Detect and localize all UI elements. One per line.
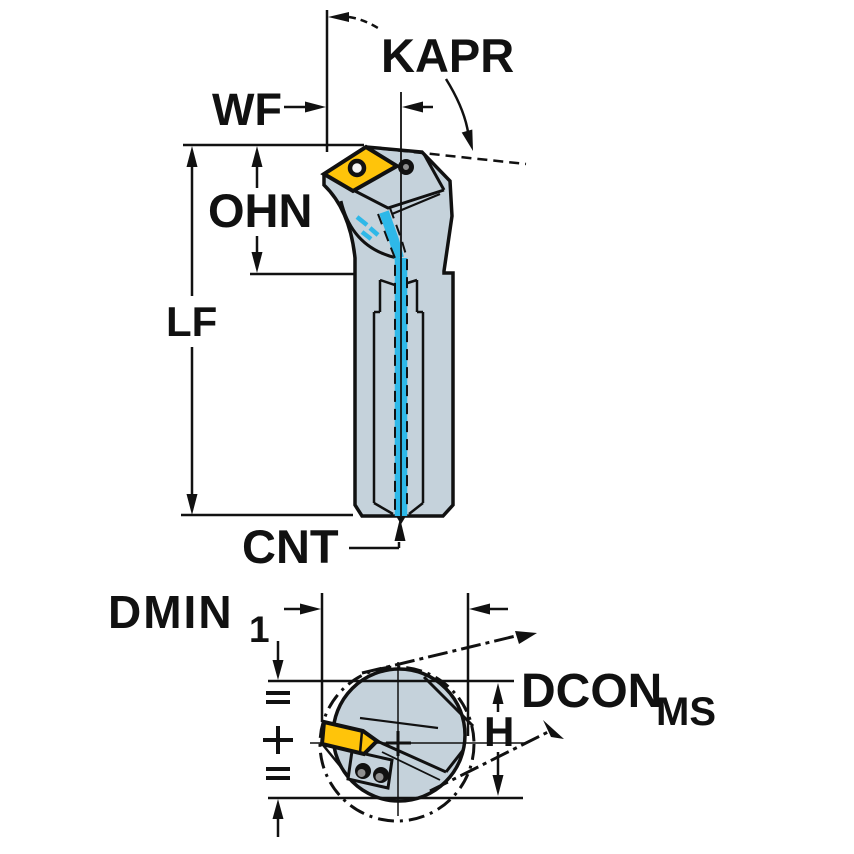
arrow-up-icon <box>492 683 504 704</box>
label-dmin-subscript: 1 <box>249 609 270 650</box>
channel-funnel <box>373 501 394 516</box>
arrow-left-icon <box>402 101 423 113</box>
inner-channel-lines <box>372 278 425 516</box>
pocket-floor <box>376 739 447 774</box>
cross-section-view <box>310 631 564 823</box>
arrow-left-icon <box>469 603 490 615</box>
dcon-tangent-top <box>361 632 525 675</box>
arrow-down-icon <box>272 660 284 680</box>
label-h: H <box>484 708 514 755</box>
neck-fillet-arc <box>339 200 398 260</box>
label-lf: LF <box>166 298 217 345</box>
screw-head-center <box>375 773 384 781</box>
clamp-edge <box>422 153 446 191</box>
label-wf: WF <box>212 84 282 135</box>
dcon-tangent-bottom <box>429 730 549 793</box>
coolant-bend <box>379 210 404 260</box>
kapr-arc-bottom <box>444 78 470 133</box>
coolant-spray-dash <box>368 226 380 237</box>
hidden-dash-left <box>377 213 396 511</box>
coolant-spray-dash <box>360 230 373 241</box>
cutting-insert-section <box>319 719 381 757</box>
kapr-dashed-line <box>365 145 527 166</box>
cross-section-details <box>322 675 475 790</box>
pocket-top-edge <box>359 716 439 730</box>
cartridge-edge <box>322 744 351 779</box>
pocket-floor <box>444 748 466 773</box>
label-dmin: DMIN <box>108 586 234 638</box>
label-cnt: CNT <box>242 520 339 573</box>
side-view-dimensions <box>181 10 527 550</box>
insert-bevel-line <box>358 730 364 754</box>
arrow-down-icon <box>461 129 473 151</box>
flat-chord <box>422 675 475 728</box>
arrow-up-icon <box>394 518 406 541</box>
side-view <box>320 92 455 525</box>
channel-funnel <box>408 502 424 515</box>
tool-body <box>322 145 455 525</box>
pocket-vee-inner <box>391 192 441 216</box>
arrow-down-icon <box>251 252 263 273</box>
arrow-up-icon <box>186 146 198 167</box>
arrow-down-icon <box>186 494 198 515</box>
kapr-arc-top <box>348 15 379 30</box>
insert-pocket-lines <box>339 153 446 260</box>
arrow-up-icon <box>251 146 263 167</box>
pocket-vee <box>354 188 445 210</box>
hidden-line-dashes <box>377 207 408 511</box>
arrow-down-icon <box>492 775 504 796</box>
pocket-floor-inner <box>381 751 441 781</box>
clamp-screw-icon <box>398 159 414 175</box>
label-ohn: OHN <box>208 184 312 237</box>
dimension-labels: KAPR WF OHN LF CNT DMIN 1 DCON MS H <box>108 29 716 755</box>
cross-section-dimensions <box>263 593 523 837</box>
arrow-up-icon <box>272 799 284 819</box>
screw-head-center <box>357 769 366 777</box>
arrow-left-icon <box>328 12 349 22</box>
coolant-spray-dash <box>355 215 369 227</box>
equal-marks <box>263 691 293 780</box>
label-dcon-subscript: MS <box>656 690 716 734</box>
arrow-right-icon <box>305 101 326 113</box>
insert-hole <box>347 158 367 178</box>
arrow-right-icon <box>300 603 321 615</box>
label-dcon: DCON <box>521 665 662 718</box>
label-kapr: KAPR <box>381 29 514 82</box>
arrow-upright-icon <box>515 631 537 644</box>
hidden-dash-right <box>389 207 408 511</box>
arrow-downright-icon <box>543 720 564 739</box>
